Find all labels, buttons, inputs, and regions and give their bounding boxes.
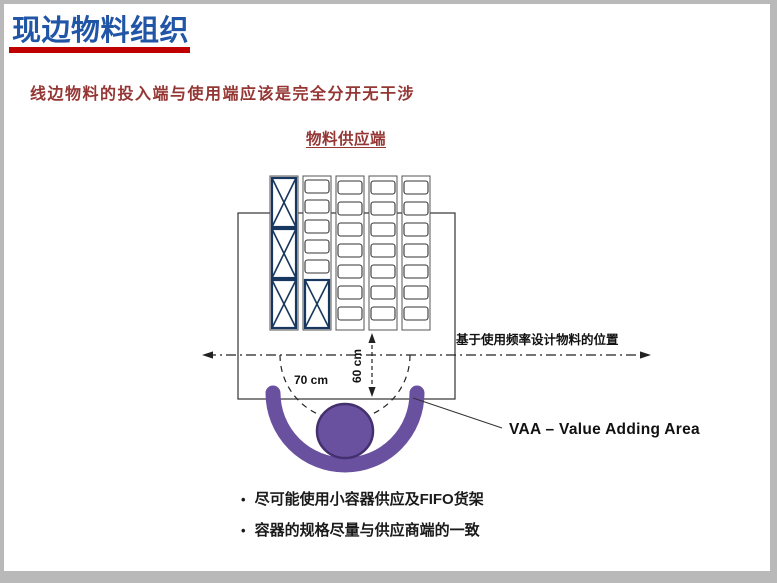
bin-stacks: [304, 179, 429, 321]
bin: [370, 285, 396, 300]
bin: [337, 264, 363, 279]
bin: [370, 264, 396, 279]
crossed-container: [270, 278, 298, 330]
vaa-leader-line: [412, 397, 503, 429]
bin: [337, 285, 363, 300]
bin: [403, 222, 429, 237]
left-arrowhead: [202, 351, 213, 359]
reach-depth-label: 60 cm: [350, 349, 364, 383]
bin: [304, 199, 330, 214]
operator-arms: [265, 385, 425, 473]
reach-width-label: 70 cm: [294, 373, 328, 387]
bin: [337, 222, 363, 237]
bin: [370, 222, 396, 237]
bin: [370, 180, 396, 195]
crossed-container: [303, 278, 331, 330]
bin: [304, 179, 330, 194]
bin: [337, 180, 363, 195]
bin: [304, 239, 330, 254]
bin: [304, 259, 330, 274]
up-arrowhead: [368, 333, 376, 343]
bin: [370, 243, 396, 258]
vaa-label: VAA – Value Adding Area: [509, 421, 700, 438]
bin: [403, 243, 429, 258]
bin: [337, 243, 363, 258]
bullet-marker: •: [241, 492, 246, 507]
bin: [337, 306, 363, 321]
crossed-container: [270, 176, 298, 229]
bin: [403, 306, 429, 321]
bullet-text: 容器的规格尽量与供应商端的一致: [254, 522, 480, 539]
bin: [337, 201, 363, 216]
down-arrowhead: [368, 387, 376, 397]
bullet-item: • 容器的规格尽量与供应商端的一致: [241, 515, 484, 546]
bin: [370, 201, 396, 216]
bullet-text: 尽可能使用小容器供应及FIFO货架: [254, 491, 484, 508]
bin: [304, 219, 330, 234]
bin: [370, 306, 396, 321]
position-axis-line: [202, 351, 651, 359]
diagram-heading: 物料供应端: [305, 131, 386, 148]
bullet-marker: •: [241, 523, 246, 538]
frequency-note: 基于使用频率设计物料的位置: [455, 332, 619, 347]
operator-head: [315, 402, 375, 460]
slide-title: 现边物料组织: [12, 15, 190, 47]
bin: [403, 264, 429, 279]
title-underline-bar: [9, 47, 190, 53]
bin: [403, 285, 429, 300]
right-arrowhead: [640, 351, 651, 359]
crossed-container: [270, 227, 298, 280]
bin: [403, 201, 429, 216]
bullet-item: • 尽可能使用小容器供应及FIFO货架: [241, 484, 484, 515]
depth-dimension: [368, 333, 376, 397]
slide-subtitle: 线边物料的投入端与使用端应该是完全分开无干涉: [30, 86, 416, 103]
bullet-list: • 尽可能使用小容器供应及FIFO货架 • 容器的规格尽量与供应商端的一致: [241, 484, 484, 546]
bin: [403, 180, 429, 195]
